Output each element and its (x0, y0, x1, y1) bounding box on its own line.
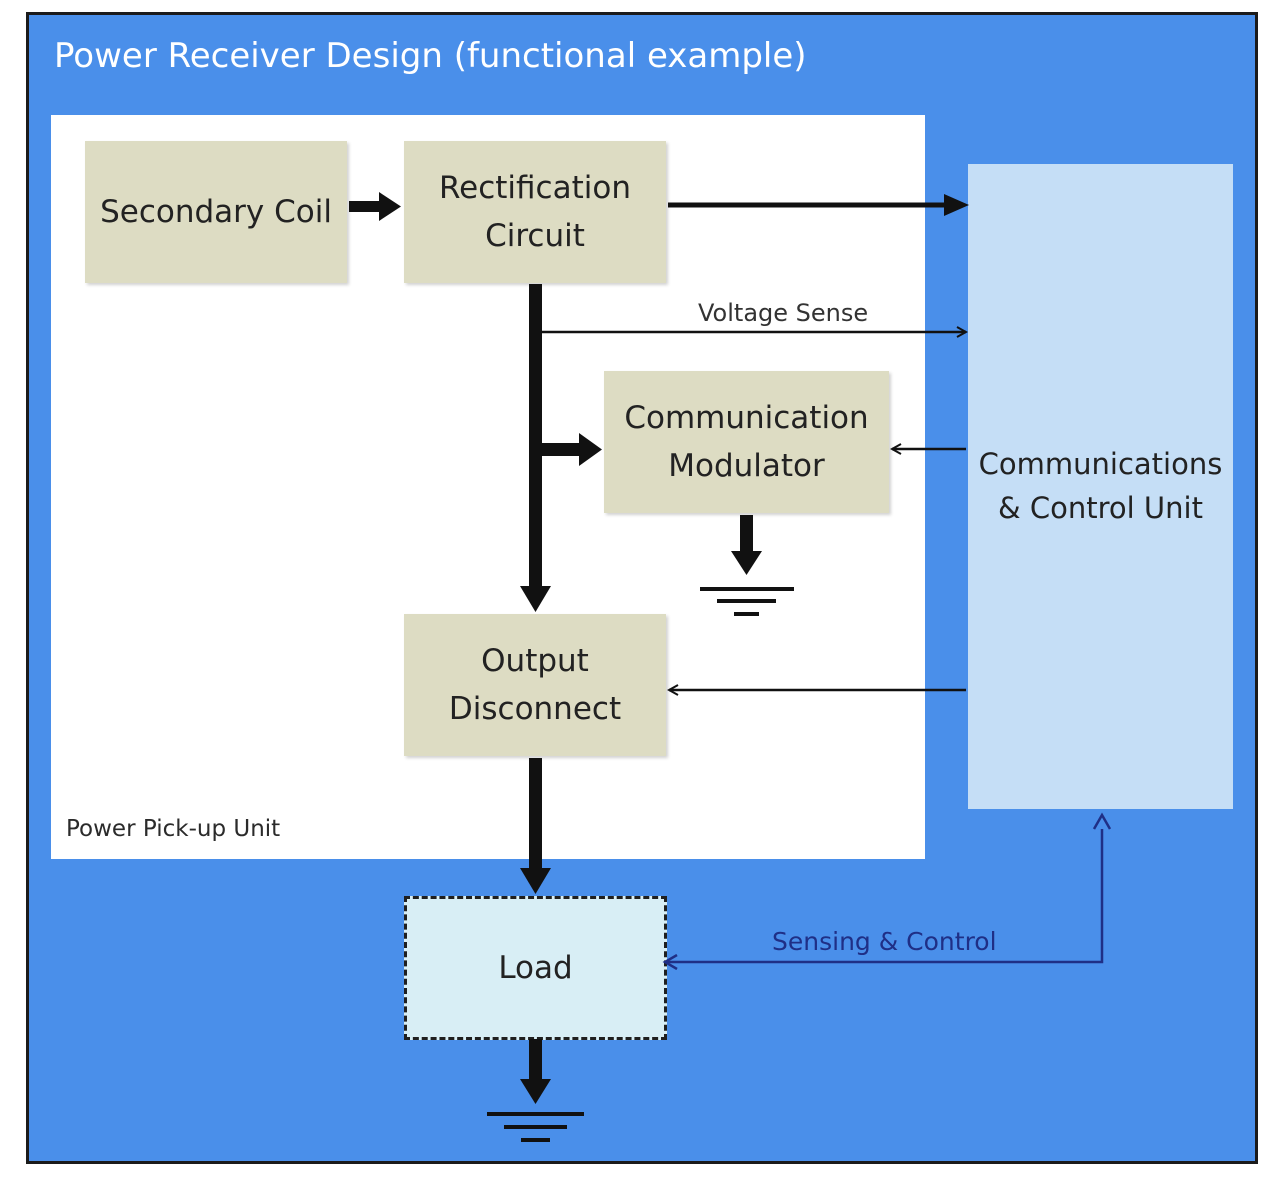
rectification-circuit-label: Rectification Circuit (439, 169, 631, 254)
sensing-control-up-arrowhead (1092, 812, 1112, 830)
load-ground-icon (487, 1112, 584, 1142)
modulator-ground-icon (700, 587, 794, 616)
load-label: Load (498, 949, 573, 986)
modulator-ground-arrow (731, 515, 762, 575)
bus-to-modulator-arrow (542, 433, 602, 466)
secondary-coil-block: Secondary Coil (85, 141, 347, 283)
disconnect-to-load-arrow (520, 758, 551, 894)
communication-modulator-block: Communication Modulator (604, 371, 889, 513)
sensing-control-line (665, 829, 1104, 962)
rectifier-to-disconnect-arrow (520, 284, 551, 612)
secondary-coil-label: Secondary Coil (100, 193, 332, 230)
output-disconnect-label: Output Disconnect (448, 642, 622, 727)
coil-to-rectifier-arrow (349, 192, 401, 221)
sensing-control-label: Sensing & Control (772, 927, 997, 956)
communications-control-unit-label: Communications & Control Unit (978, 447, 1223, 525)
communication-modulator-label: Communication Modulator (624, 399, 869, 484)
load-block: Load (404, 896, 667, 1040)
rectification-circuit-block: Rectification Circuit (404, 141, 666, 283)
power-pickup-unit-label: Power Pick-up Unit (66, 816, 281, 842)
communications-control-unit-block: Communications & Control Unit (968, 164, 1233, 809)
voltage-sense-label: Voltage Sense (698, 299, 869, 327)
rectifier-to-control-arrow (668, 194, 969, 216)
output-disconnect-block: Output Disconnect (404, 614, 666, 756)
diagram-title: Power Receiver Design (functional exampl… (54, 36, 807, 76)
load-ground-arrow (520, 1039, 551, 1104)
